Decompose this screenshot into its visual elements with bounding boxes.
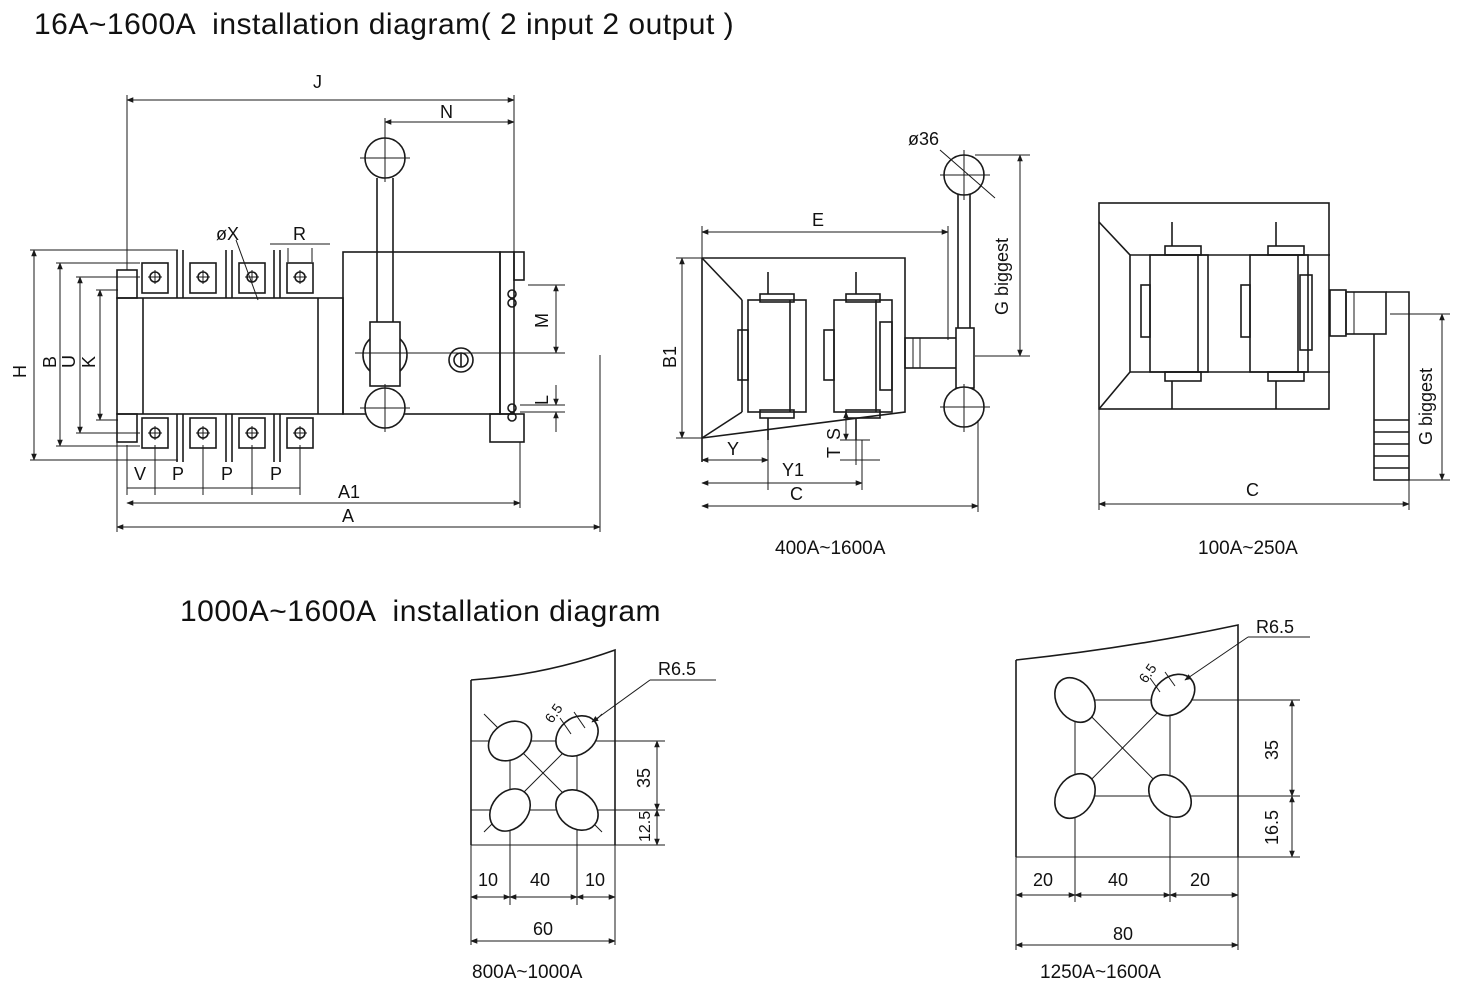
dim-label-p2: P — [221, 464, 233, 484]
dim-label-l: L — [532, 395, 552, 405]
main-title: 16A~1600A installation diagram( 2 input … — [34, 8, 735, 41]
dim-label-m: M — [532, 313, 552, 328]
dim-10a-800: 10 — [478, 870, 498, 890]
dim-20a-1250: 20 — [1033, 870, 1053, 890]
dim-label-t: T — [824, 447, 844, 458]
dim-10b-800: 10 — [585, 870, 605, 890]
dim-label-v: V — [134, 464, 146, 484]
dim-label-b: B — [40, 356, 60, 368]
dim-label-d36: ø36 — [908, 129, 939, 149]
dim-label-u: U — [59, 355, 79, 368]
dim-label-g-biggest-400: G biggest — [992, 238, 1012, 315]
caption-800a-1000a: 800A~1000A — [472, 962, 583, 983]
dim-label-y1: Y1 — [782, 460, 804, 480]
front-view: J N øX — [10, 72, 601, 532]
top-terminals — [141, 250, 314, 298]
dim-35-800: 35 — [634, 768, 654, 788]
dim-label-a: A — [342, 506, 354, 526]
side-view-400a: ø36 G biggest E B1 S T Y Y1 C — [660, 129, 1030, 512]
dim-r65-800: R6.5 — [658, 659, 696, 679]
dim-label-a1: A1 — [338, 482, 360, 502]
dim-label-j: J — [313, 72, 322, 92]
dim-label-r: R — [293, 224, 306, 244]
dim-40-1250: 40 — [1108, 870, 1128, 890]
dim-65-800: 6.5 — [541, 700, 565, 725]
dim-label-h: H — [10, 365, 30, 378]
dim-label-c-400: C — [790, 484, 803, 504]
dim-label-c-100: C — [1246, 480, 1259, 500]
dim-165-1250: 16.5 — [1262, 810, 1282, 845]
dim-20b-1250: 20 — [1190, 870, 1210, 890]
dim-label-e: E — [812, 210, 824, 230]
dim-40-800: 40 — [530, 870, 550, 890]
dim-label-b1: B1 — [660, 346, 680, 368]
caption-400a-1600a: 400A~1600A — [775, 538, 886, 559]
caption-1250a-1600a: 1250A~1600A — [1040, 962, 1161, 983]
side-view-100a: G biggest C — [1098, 202, 1450, 510]
caption-100a-250a: 100A~250A — [1198, 538, 1298, 559]
dim-label-k: K — [79, 356, 99, 368]
dim-35-1250: 35 — [1262, 740, 1282, 760]
hole-pattern-800a: R6.5 6.5 35 12.5 10 40 10 60 — [470, 648, 716, 945]
dim-60-800: 60 — [533, 919, 553, 939]
dim-label-n: N — [440, 102, 453, 122]
dim-label-s: S — [824, 428, 844, 440]
dim-65-1250: 6.5 — [1135, 660, 1159, 685]
dim-label-x: øX — [216, 224, 239, 244]
dim-80-1250: 80 — [1113, 924, 1133, 944]
dim-label-p1: P — [172, 464, 184, 484]
hole-pattern-1250a: R6.5 6.5 35 16.5 20 40 20 80 — [1015, 617, 1310, 950]
dim-label-p3: P — [270, 464, 282, 484]
dim-125-800: 12.5 — [637, 811, 654, 842]
second-title: 1000A~1600A installation diagram — [180, 595, 662, 628]
bottom-terminals — [141, 414, 314, 462]
dim-r65-1250: R6.5 — [1256, 617, 1294, 637]
dim-label-g-biggest-100: G biggest — [1416, 368, 1436, 445]
dim-label-y: Y — [727, 439, 739, 459]
